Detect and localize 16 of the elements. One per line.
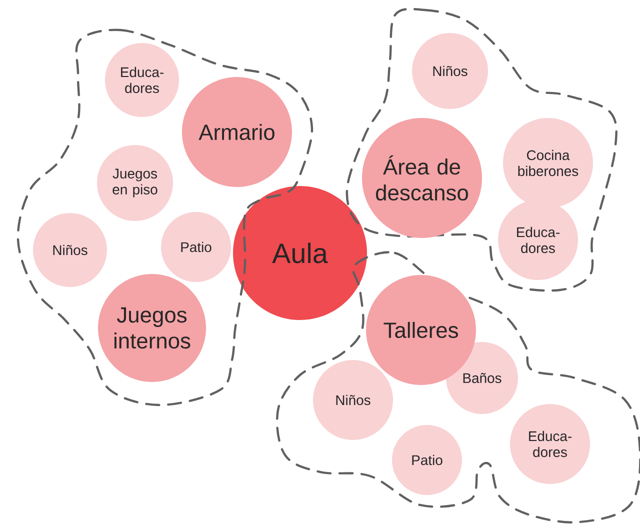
node-label: Educa- dores xyxy=(517,226,560,254)
bubble: Patio xyxy=(161,212,231,282)
bubble: Armario xyxy=(182,77,292,187)
bubble: Aula xyxy=(233,186,367,320)
bubble: Juegos internos xyxy=(98,274,206,382)
dashed-boundary xyxy=(346,8,618,292)
bubble: Educa- dores xyxy=(105,43,179,117)
bubble: Educa- dores xyxy=(510,404,590,484)
bubble: Niños xyxy=(313,360,393,440)
bubble: Patio xyxy=(392,425,462,495)
bubble: Niños xyxy=(33,213,107,287)
bubble: Cocina biberones xyxy=(503,118,593,208)
bubble: Niños xyxy=(412,33,488,109)
bubble: Área de descanso xyxy=(362,118,482,238)
bubble: Juegos en piso xyxy=(97,145,173,221)
bubble: Educa- dores xyxy=(498,200,578,280)
